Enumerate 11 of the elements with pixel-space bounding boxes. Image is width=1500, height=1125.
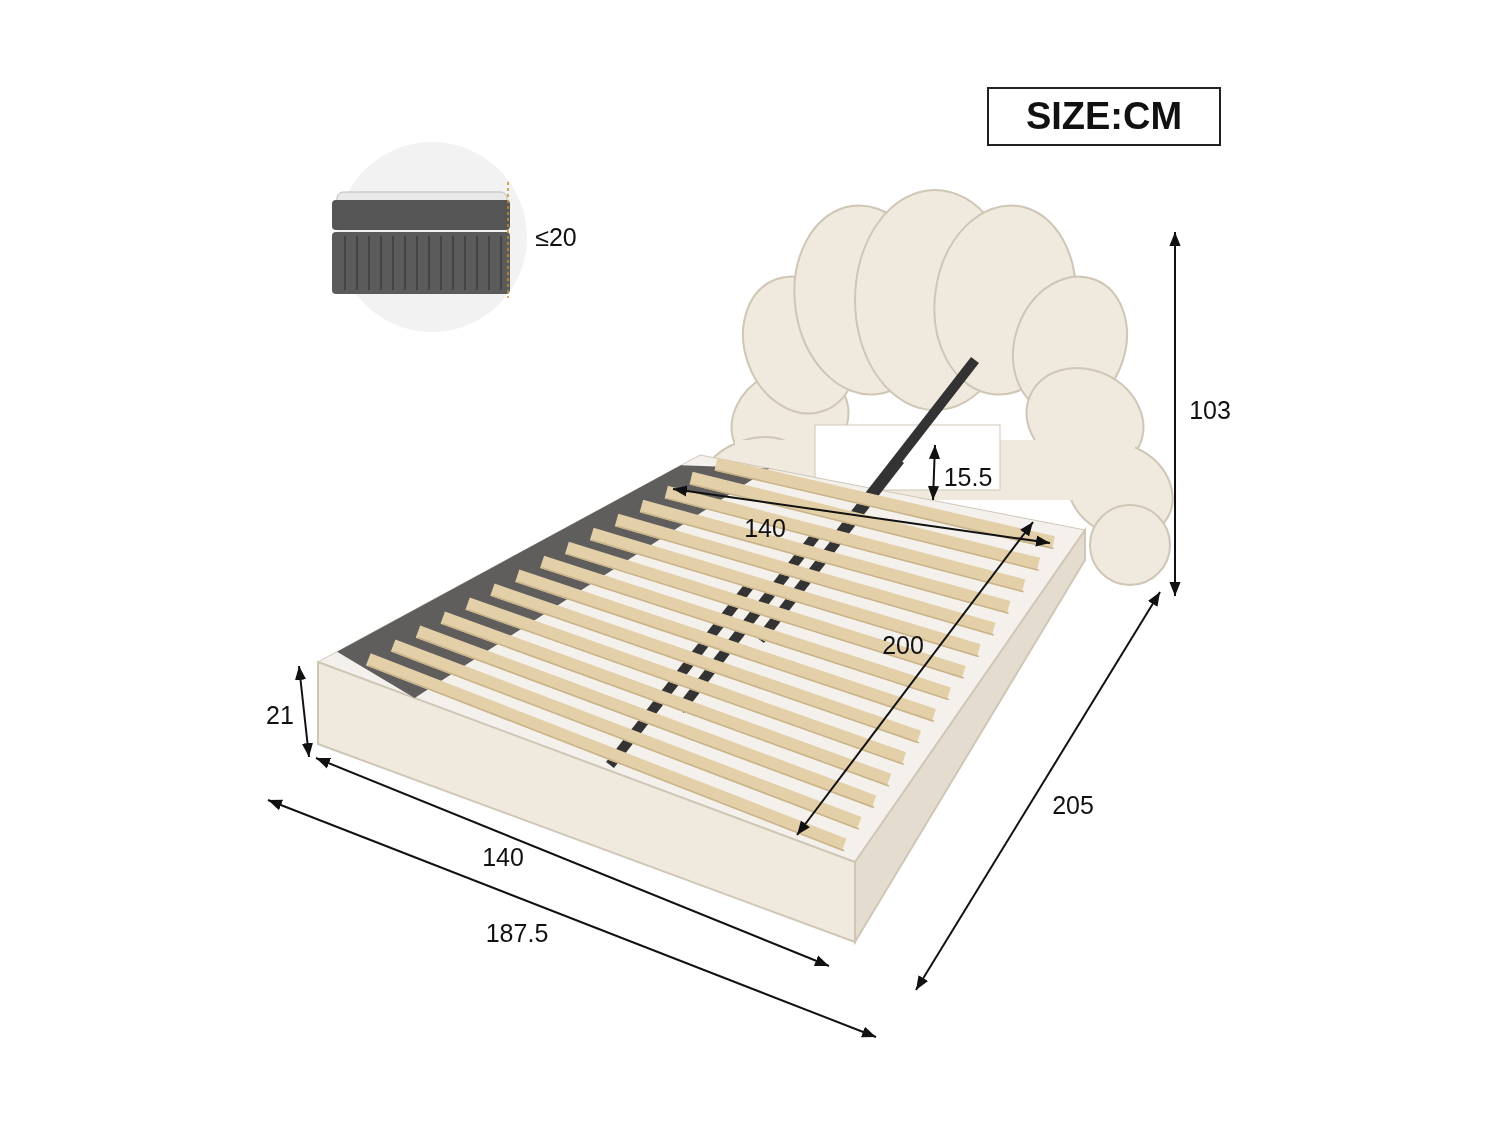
dimension-label: 187.5 [485,920,549,946]
dimension-label: 205 [1052,792,1094,818]
dimension-label: 15.5 [943,464,993,490]
dimension-label: 103 [1189,397,1231,423]
unit-box [987,87,1221,146]
dimension-label: 140 [482,844,524,870]
dimension-label: 140 [744,515,786,541]
dimension-label: 200 [882,632,924,658]
dimension-label: 21 [266,702,294,728]
dimension-label: ≤20 [535,224,577,250]
unit-label: SIZE:CM [1025,95,1183,138]
